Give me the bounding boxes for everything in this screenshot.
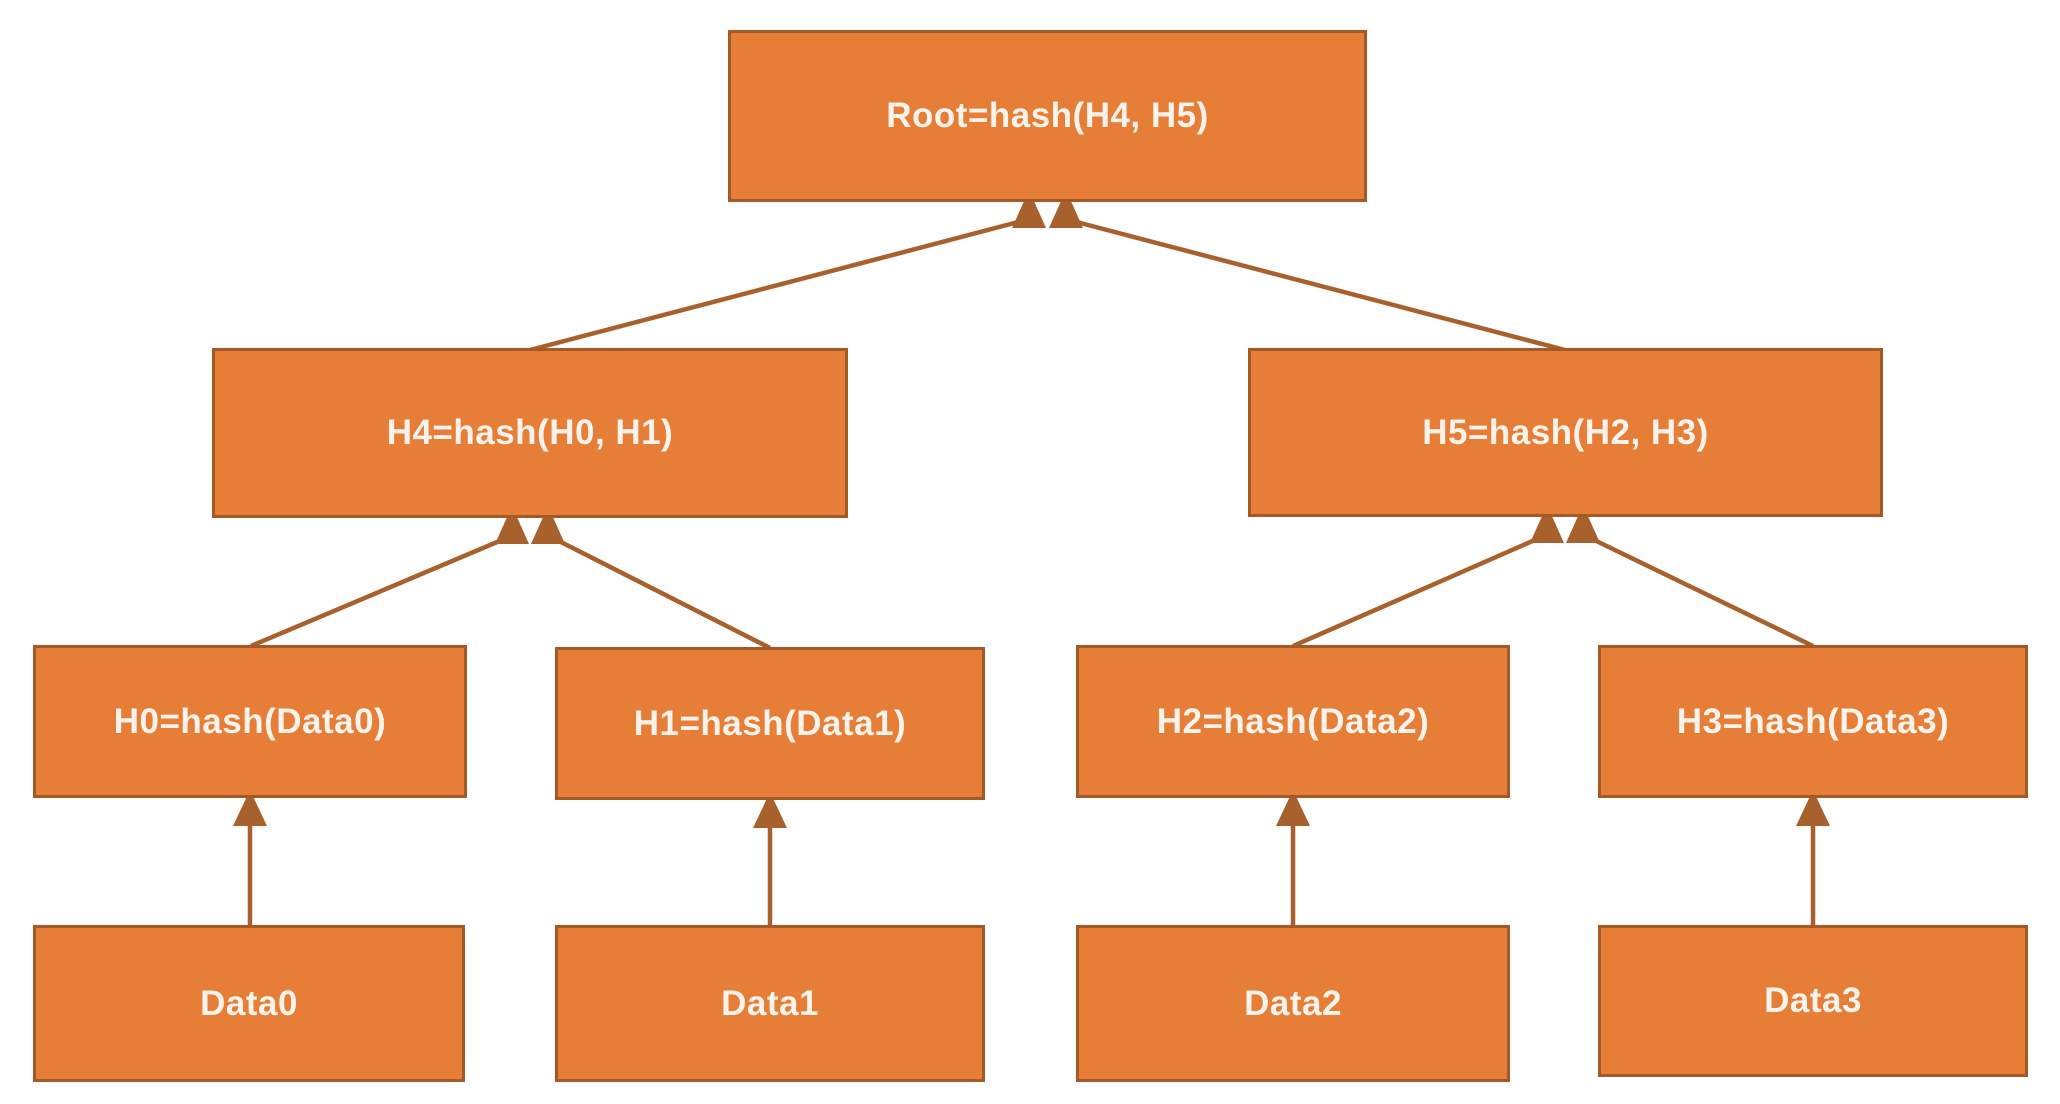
edge-data2-h2-arrowhead-icon bbox=[1276, 790, 1310, 826]
node-data1-leaf: Data1 bbox=[555, 925, 985, 1082]
edge-h2-h5-line bbox=[1292, 533, 1545, 649]
edge-h0-h4-line bbox=[250, 534, 510, 649]
node-h3-hash: H3=hash(Data3) bbox=[1598, 645, 2028, 798]
edge-data1-h1-arrowhead-icon bbox=[753, 792, 787, 828]
edge-data0-h0-arrowhead-icon bbox=[233, 790, 267, 826]
edge-h3-h5-arrowhead-icon bbox=[1566, 505, 1600, 543]
edge-h3-h5-line bbox=[1585, 533, 1814, 649]
edge-h4-root-arrowhead-icon bbox=[1012, 190, 1046, 228]
node-h2-hash: H2=hash(Data2) bbox=[1076, 645, 1510, 798]
edge-h4-root-line bbox=[529, 217, 1027, 353]
node-h1-hash: H1=hash(Data1) bbox=[555, 647, 985, 800]
node-data3-leaf: Data3 bbox=[1598, 925, 2028, 1077]
node-h4-hash: H4=hash(H0, H1) bbox=[212, 348, 848, 518]
node-data2-leaf: Data2 bbox=[1076, 925, 1510, 1082]
edge-h1-h4-line bbox=[549, 534, 772, 651]
edge-h1-h4-arrowhead-icon bbox=[531, 506, 565, 544]
edge-h5-root-arrowhead-icon bbox=[1049, 190, 1083, 228]
node-h0-hash: H0=hash(Data0) bbox=[33, 645, 467, 798]
node-data0-leaf: Data0 bbox=[33, 925, 465, 1082]
node-root-hash: Root=hash(H4, H5) bbox=[728, 30, 1367, 202]
edge-h5-root-line bbox=[1068, 217, 1566, 353]
node-h5-hash: H5=hash(H2, H3) bbox=[1248, 348, 1883, 517]
edge-h2-h5-arrowhead-icon bbox=[1530, 505, 1564, 543]
edge-data3-h3-arrowhead-icon bbox=[1796, 790, 1830, 826]
edge-h0-h4-arrowhead-icon bbox=[495, 506, 529, 544]
